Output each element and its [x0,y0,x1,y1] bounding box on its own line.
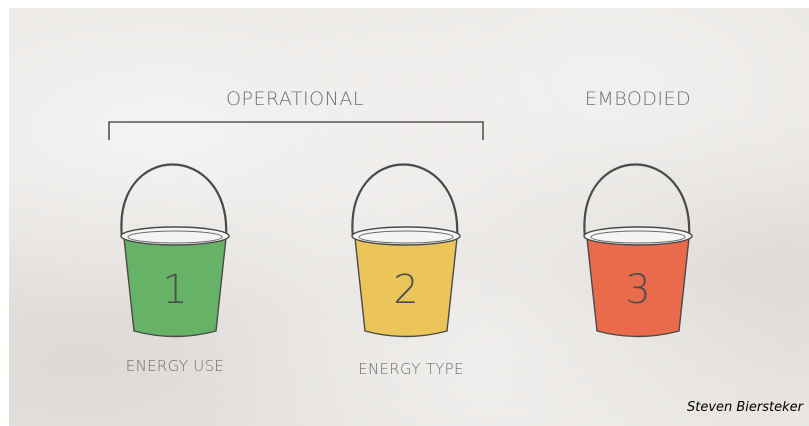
bucket-1-number: 1 [162,267,188,313]
bucket-3-body [586,237,690,338]
bucket-2-label: ENERGY TYPE [358,360,464,378]
bucket-1 [120,163,230,338]
operational-heading: OPERATIONAL [226,88,364,110]
bucket-2-number: 2 [393,267,419,313]
bucket-2-rim [351,226,461,246]
bucket-3-rim [583,226,693,246]
bucket-1-label: ENERGY USE [125,357,225,375]
bucket-3 [583,163,693,338]
bucket-1-rim-inner [127,230,223,244]
bucket-2 [351,163,461,338]
author-credit: Steven Biersteker [686,400,803,415]
operational-bracket [108,121,484,140]
bucket-1-handle [120,163,228,239]
bucket-3-number: 3 [625,267,651,313]
bucket-2-handle [351,163,459,239]
embodied-heading: EMBODIED [584,88,692,110]
bucket-1-rim [120,226,230,246]
bucket-3-rim-inner [590,230,686,244]
bucket-3-handle [583,163,691,239]
bucket-1-body [123,237,227,338]
left-border [0,0,9,426]
bucket-2-body [354,237,458,338]
top-border [0,0,809,8]
bucket-2-rim-inner [358,230,454,244]
